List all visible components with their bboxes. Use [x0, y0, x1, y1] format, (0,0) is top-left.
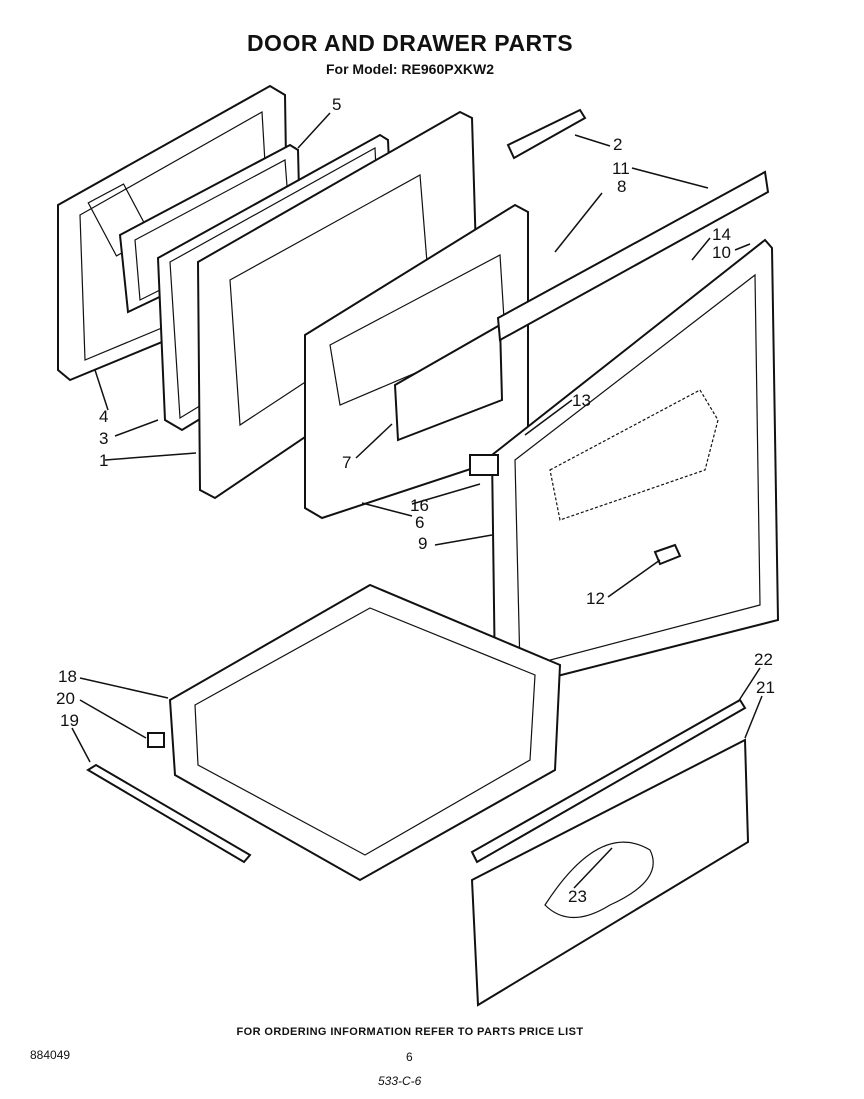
door-latch	[653, 543, 682, 566]
callout-labels: 5 2 11 8 14 10 4 3 1 13 7 16 6 9 12 18 2…	[56, 95, 775, 906]
outer-door-glass-panel	[490, 238, 780, 690]
callout-label: 14	[712, 225, 731, 244]
trim-channel	[506, 108, 587, 160]
callout-label: 20	[56, 689, 75, 708]
diagram-title: DOOR AND DRAWER PARTS	[246, 30, 574, 56]
callout-label: 6	[415, 513, 424, 532]
callout-label: 10	[712, 243, 731, 262]
door-hinge	[469, 454, 499, 476]
callout-label: 2	[613, 135, 622, 154]
drawer-body	[168, 583, 562, 882]
drawer-glide-clip	[147, 732, 165, 748]
callout-label: 16	[410, 496, 429, 515]
drawer-rail	[86, 763, 252, 864]
leader-lines	[71, 112, 763, 889]
callout-label: 5	[332, 95, 341, 114]
ordering-note: FOR ORDERING INFORMATION REFER TO PARTS …	[236, 1026, 584, 1038]
model-number: For Model: RE960PXKW2	[325, 61, 495, 77]
drawer-trim	[470, 698, 747, 864]
door-glass	[393, 323, 504, 442]
callout-label: 9	[418, 534, 427, 553]
callout-label: 21	[756, 678, 775, 697]
drawer-front-panel	[470, 738, 750, 1007]
callout-label: 7	[342, 453, 351, 472]
callout-label: 19	[60, 711, 79, 730]
page-number: 6	[406, 1050, 413, 1064]
callout-label: 22	[754, 650, 773, 669]
callout-label: 8	[617, 177, 626, 196]
callout-label: 23	[568, 887, 587, 906]
callout-label: 18	[58, 667, 77, 686]
callout-label: 12	[586, 589, 605, 608]
door-top-trim	[496, 170, 770, 342]
handwritten-note: 533-C-6	[378, 1074, 422, 1088]
callout-label: 11	[612, 159, 630, 178]
callout-label: 1	[99, 451, 108, 470]
document-number: 884049	[30, 1048, 71, 1062]
callout-label: 3	[99, 429, 108, 448]
callout-label: 13	[572, 391, 591, 410]
callout-label: 4	[99, 407, 108, 426]
